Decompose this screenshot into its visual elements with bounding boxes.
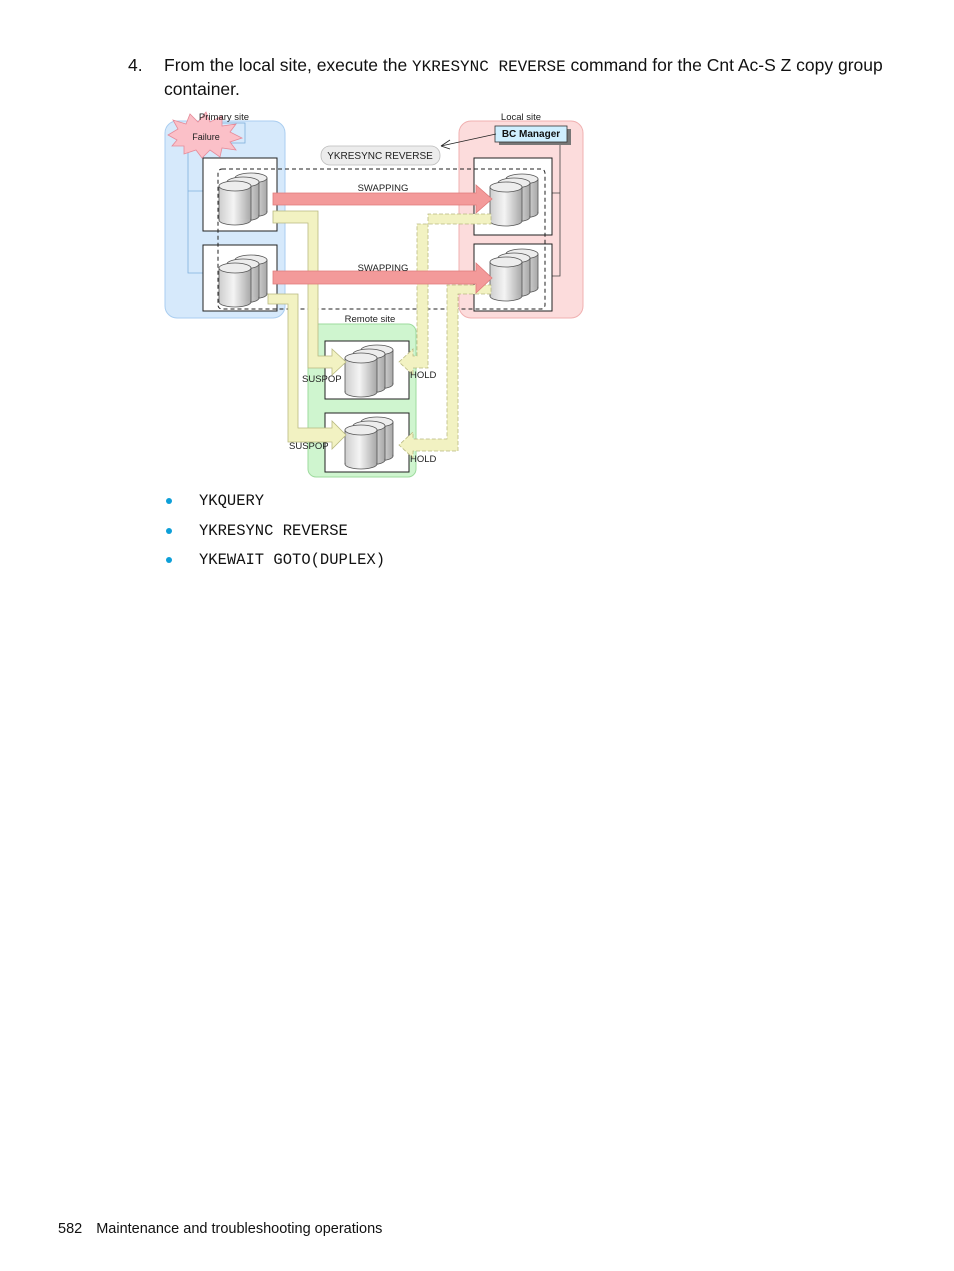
step-command: YKRESYNC REVERSE xyxy=(412,58,566,76)
primary-site-label: Primary site xyxy=(199,112,249,123)
page-number: 582 xyxy=(58,1221,83,1237)
step-text-after: command for the Cnt Ac-S Z copy group co… xyxy=(164,55,883,99)
footer-section: Maintenance and troubleshooting operatio… xyxy=(96,1221,383,1237)
command-text: YKEWAIT GOTO(DUPLEX) xyxy=(199,551,386,569)
page-footer: 582 Maintenance and troubleshooting opera… xyxy=(58,1221,382,1237)
remote-site-label: Remote site xyxy=(345,314,396,325)
failure-label: Failure xyxy=(192,132,220,142)
copy-group-container xyxy=(217,168,546,310)
command-list: YKQUERY YKRESYNC REVERSE YKEWAIT GOTO(DU… xyxy=(160,490,385,579)
swapping-label-1: SWAPPING xyxy=(358,183,409,194)
step-text: From the local site, execute the YKRESYN… xyxy=(164,54,884,100)
suspop-label-1: SUSPOP xyxy=(302,374,342,385)
callout-pointer-head xyxy=(440,139,451,150)
step-text-before: From the local site, execute the xyxy=(164,55,413,75)
replication-diagram: Failure BC Manager YKRESYNC REVERSE Prim… xyxy=(160,108,590,482)
command-callout-label: YKRESYNC REVERSE xyxy=(327,151,433,162)
failure-burst xyxy=(167,111,246,159)
suspop-arrow-2 xyxy=(267,293,347,450)
step-number: 4. xyxy=(128,55,143,75)
bullet-dot-icon xyxy=(166,498,172,504)
bullet-dot-icon xyxy=(166,557,172,563)
bullet-dot-icon xyxy=(166,527,172,534)
command-text: YKQUERY xyxy=(199,492,265,510)
hold-label-2: HOLD xyxy=(410,454,437,465)
command-list-item: YKEWAIT GOTO(DUPLEX) xyxy=(160,549,385,579)
bc-manager-label: BC Manager xyxy=(502,129,560,140)
hold-arrow-1 xyxy=(398,213,492,376)
swapping-arrow-1 xyxy=(272,184,493,214)
hold-arrow-2 xyxy=(398,284,492,459)
swapping-arrow-2 xyxy=(272,262,493,294)
command-callout-box xyxy=(320,145,441,166)
callout-pointer xyxy=(440,133,497,147)
swapping-label-2: SWAPPING xyxy=(358,263,409,274)
command-list-item: YKRESYNC REVERSE xyxy=(160,520,385,550)
command-text: YKRESYNC REVERSE xyxy=(199,521,348,540)
suspop-arrow-1 xyxy=(272,210,347,376)
hold-label-1: HOLD xyxy=(410,370,437,381)
command-list-item: YKQUERY xyxy=(160,490,385,520)
suspop-label-2: SUSPOP xyxy=(289,441,329,452)
diagram-svg: Failure BC Manager YKRESYNC REVERSE Prim… xyxy=(164,111,584,478)
local-site-label: Local site xyxy=(501,112,541,123)
